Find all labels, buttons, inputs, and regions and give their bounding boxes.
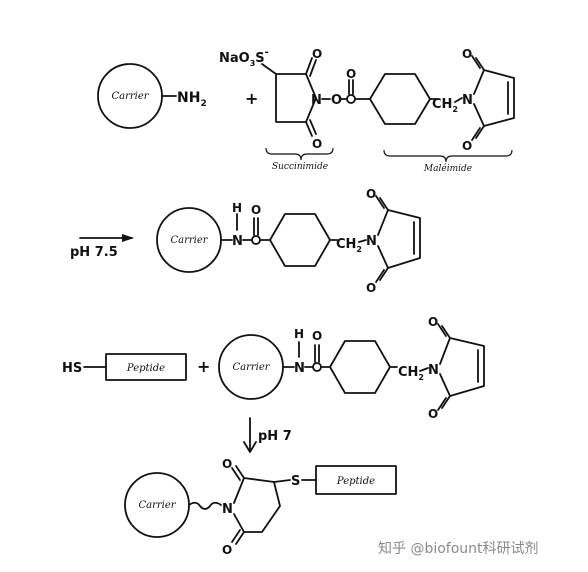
amine-label: NH2 <box>177 90 207 109</box>
oxygen-label: O <box>251 203 261 217</box>
sulfonate-label: NaO3S- <box>219 47 269 68</box>
maleimide-carbonyl-top-3b <box>437 323 447 337</box>
methylene-label: CH2 <box>398 365 424 382</box>
maleimide-carbonyl-bottom-2b <box>375 269 385 283</box>
plus-sign-1: + <box>245 89 258 108</box>
amide-carbon <box>251 235 261 245</box>
plus-sign-2: + <box>197 357 210 376</box>
carrier-label-4: Carrier <box>138 500 176 511</box>
carrier-label-3: Carrier <box>232 362 270 373</box>
oxygen-label: O <box>428 407 438 421</box>
succinimide-ring <box>275 73 317 123</box>
oxygen-label: O <box>366 187 376 201</box>
ch2-n-bond <box>454 97 463 103</box>
row1-reactants: Carrier NH2 + NaO3S- O O N O O CH2 N O <box>97 47 515 174</box>
maleimide-ring-1 <box>473 69 515 127</box>
carbonyl-bottom-1 <box>305 121 313 137</box>
succinimide-ring-product <box>233 477 281 533</box>
hydrogen-label: H <box>232 201 242 215</box>
carbonyl-top-1 <box>305 57 313 75</box>
peptide-label-2: Peptide <box>336 476 375 487</box>
nitrogen-label: N <box>428 363 439 378</box>
carbonyl-carbon <box>346 94 356 104</box>
row4-conjugate: pH 7 Carrier N O O S Peptide <box>124 417 397 557</box>
watermark: 知乎 @biofount科研试剂 <box>378 540 539 557</box>
succinimide-label: Succinimide <box>272 162 328 172</box>
arrowhead-2 <box>243 441 257 453</box>
methylene-label: CH2 <box>336 237 362 254</box>
maleimide-carbonyl-bottom-3 <box>441 395 451 409</box>
maleimide-carbonyl-top-1b <box>471 55 481 69</box>
cyclohexane-ring-1 <box>369 73 431 125</box>
ch2-n-bond <box>358 239 367 243</box>
carbonyl-bottom-1b <box>309 119 317 135</box>
nitrogen-label: N <box>294 361 305 376</box>
oxygen-label: O <box>462 139 472 153</box>
oxygen-label: O <box>312 137 322 151</box>
ph75-label: pH 7.5 <box>70 245 118 260</box>
product-carbonyl-bottom <box>235 531 245 545</box>
nitrogen-label: N <box>366 234 377 249</box>
nitrogen-label: N <box>462 93 473 108</box>
sulfonate-bond <box>261 63 277 75</box>
thiol-label: HS <box>62 361 82 376</box>
hydrogen-label: H <box>294 327 304 341</box>
oxygen-label: O <box>312 47 322 61</box>
linker-wave <box>188 501 222 510</box>
peptide-box-1 <box>105 353 187 381</box>
product-carbonyl-top-b <box>231 467 241 481</box>
oxygen-label: O <box>222 543 232 557</box>
maleimide-brace <box>383 149 513 163</box>
cyclohexane-ring-3 <box>329 340 391 394</box>
row3-reactants: HS Peptide + Carrier N H O CH2 N O O <box>62 315 485 421</box>
oxygen-label: O <box>312 329 322 343</box>
peptide-label-1: Peptide <box>126 363 165 374</box>
ch2-n-bond <box>419 367 429 372</box>
maleimide-label: Maléimide <box>423 163 472 174</box>
maleimide-carbonyl-top-2 <box>379 197 389 211</box>
maleimide-carbonyl-top-2b <box>375 195 385 209</box>
thioether-bond <box>273 479 291 483</box>
product-carbonyl-top <box>235 465 245 479</box>
succinimide-brace <box>265 147 334 161</box>
amide-carbon <box>312 362 322 372</box>
oxygen-label: O <box>346 67 356 81</box>
cyclohexane-ring-2 <box>269 213 331 267</box>
nitrogen-label: N <box>222 502 233 517</box>
nitrogen-label: N <box>311 93 322 108</box>
ester-oxygen-label: O <box>331 93 342 108</box>
nitrogen-label: N <box>232 234 243 249</box>
maleimide-ring-3 <box>439 337 485 397</box>
oxygen-label: O <box>462 47 472 61</box>
carbonyl-top-1b <box>309 59 317 77</box>
maleimide-carbonyl-bottom-1b <box>471 127 481 141</box>
carrier-label-1: Carrier <box>111 91 149 102</box>
product-carbonyl-bottom-b <box>231 529 241 543</box>
maleimide-carbonyl-top-1 <box>475 57 485 71</box>
maleimide-carbonyl-bottom-1 <box>475 125 485 139</box>
maleimide-carbonyl-top-3 <box>441 325 451 339</box>
ph7-label: pH 7 <box>258 429 292 444</box>
oxygen-label: O <box>366 281 376 295</box>
maleimide-carbonyl-bottom-3b <box>437 397 447 411</box>
row2-product: pH 7.5 Carrier N H O CH2 N O O <box>70 187 421 295</box>
oxygen-label: O <box>222 457 232 471</box>
sulfur-label: S <box>291 474 300 489</box>
peptide-box-2 <box>315 465 397 495</box>
arrowhead-1 <box>122 234 134 242</box>
maleimide-ring-2 <box>377 209 421 269</box>
maleimide-carbonyl-bottom-2 <box>379 267 389 281</box>
carrier-label-2: Carrier <box>170 235 208 246</box>
oxygen-label: O <box>428 315 438 329</box>
methylene-label: CH2 <box>432 97 458 114</box>
